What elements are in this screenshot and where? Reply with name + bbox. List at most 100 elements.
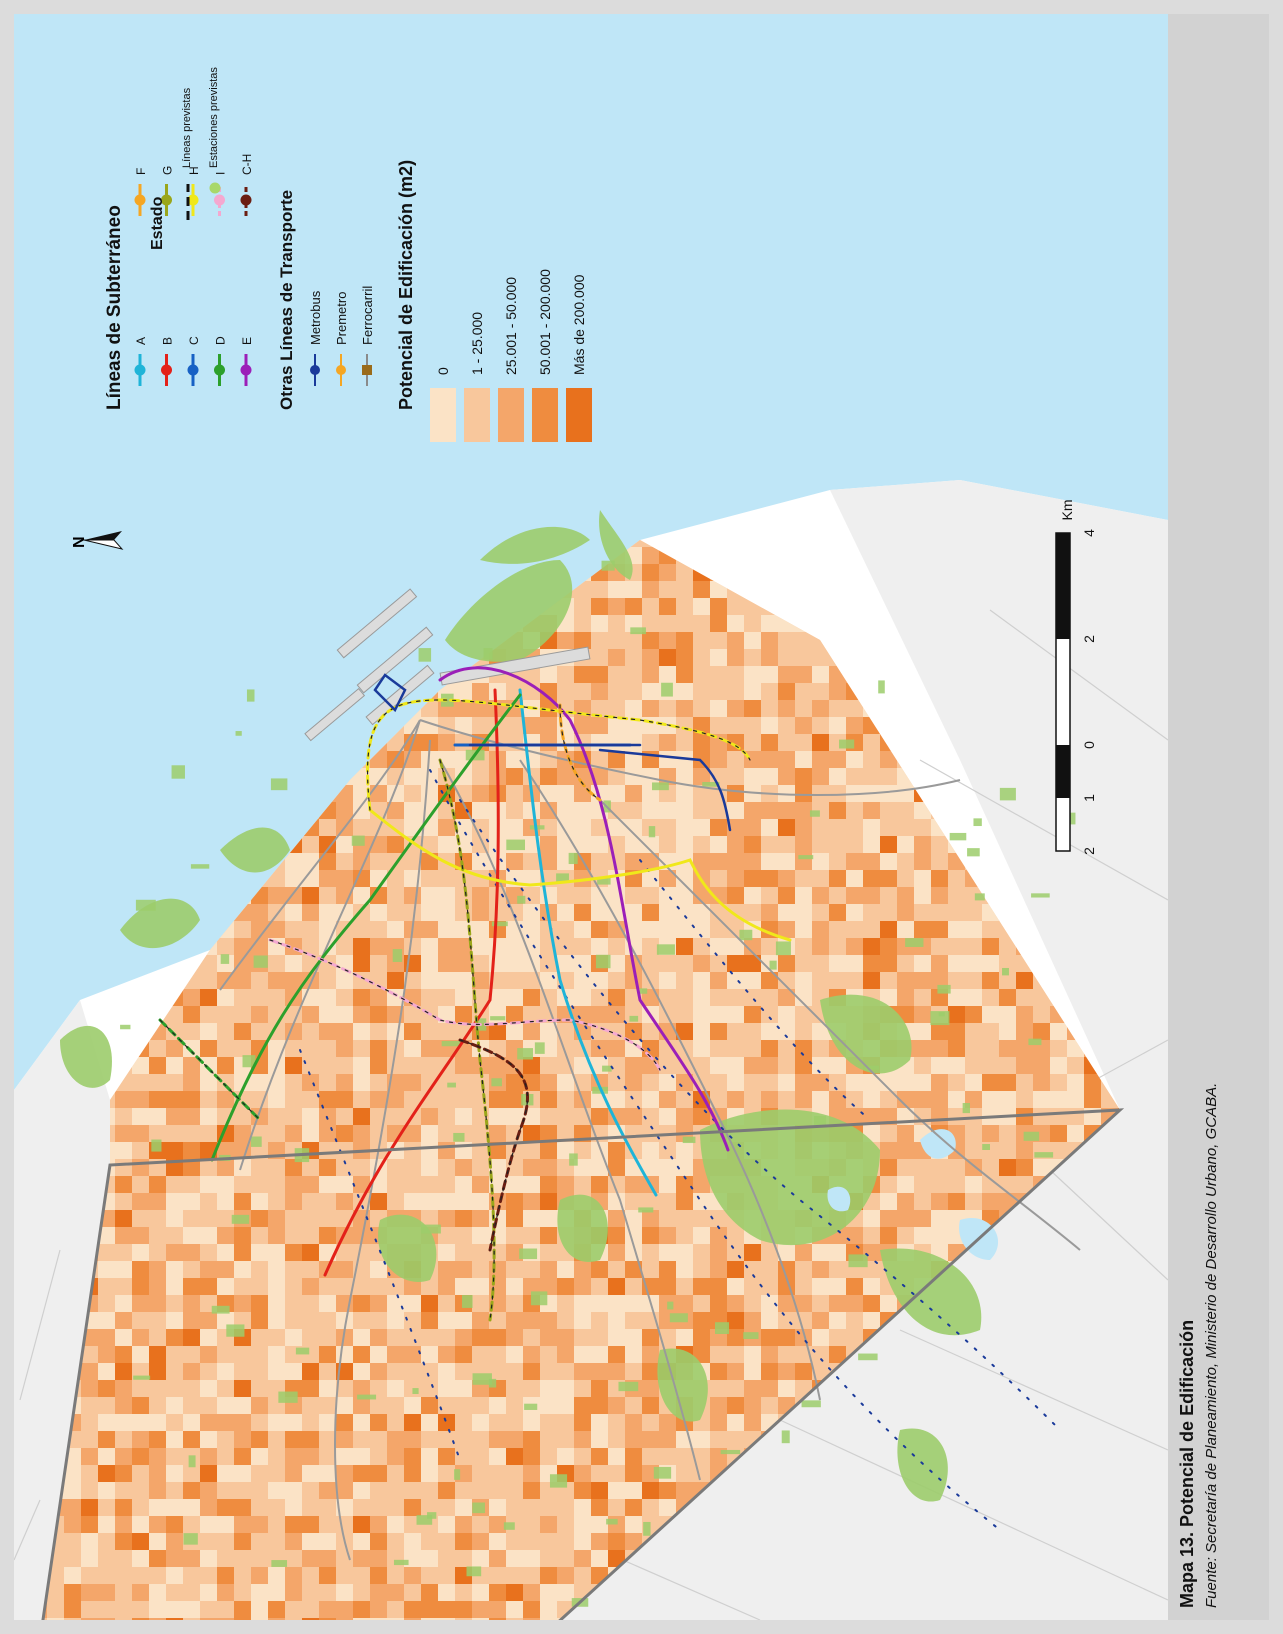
potential-cell: [404, 1431, 421, 1448]
potential-cell: [302, 1550, 319, 1567]
potential-cell: [234, 1006, 251, 1023]
potential-cell: [710, 1363, 727, 1380]
green-patch: [246, 689, 255, 702]
potential-cell: [608, 1465, 625, 1482]
potential-cell: [659, 1193, 676, 1210]
potential-cell: [98, 1380, 115, 1397]
potential-cell: [608, 598, 625, 615]
potential-cell: [472, 683, 489, 700]
potential-cell: [336, 1074, 353, 1091]
potential-cell: [591, 1533, 608, 1550]
potential-cell: [625, 1329, 642, 1346]
potential-cell: [438, 1482, 455, 1499]
potential-cell: [251, 1159, 268, 1176]
potential-cell: [506, 1176, 523, 1193]
potential-cell: [217, 989, 234, 1006]
potential-cell: [319, 1414, 336, 1431]
potential-cell: [302, 1176, 319, 1193]
potential-cell: [217, 1516, 234, 1533]
potential-cell: [81, 1414, 98, 1431]
potential-cell: [693, 1176, 710, 1193]
potential-cell: [914, 1193, 931, 1210]
potential-cell: [676, 1618, 693, 1620]
potential-cell: [897, 870, 914, 887]
potential-cell: [846, 1295, 863, 1312]
potential-cell: [880, 1142, 897, 1159]
potential-cell: [370, 989, 387, 1006]
green-patch: [839, 739, 855, 749]
potential-cell: [149, 1040, 166, 1057]
potential-cell: [591, 904, 608, 921]
potential-cell: [268, 1278, 285, 1295]
potential-cell: [829, 853, 846, 870]
potential-cell: [353, 1533, 370, 1550]
potential-cell: [931, 1040, 948, 1057]
potential-cell: [438, 1363, 455, 1380]
potential-cell: [948, 1108, 965, 1125]
potential-cell: [659, 836, 676, 853]
potential-cell: [574, 802, 591, 819]
potential-cell: [999, 887, 1016, 904]
potential-cell: [353, 1312, 370, 1329]
potential-cell: [659, 1448, 676, 1465]
potential-cell: [353, 1363, 370, 1380]
potential-cell: [183, 1346, 200, 1363]
potential-cell: [1033, 1006, 1050, 1023]
potential-cell: [370, 1057, 387, 1074]
potential-cell: [472, 700, 489, 717]
potential-cell: [285, 1040, 302, 1057]
potential-cell: [183, 1397, 200, 1414]
potential-cell: [336, 1091, 353, 1108]
potential-cell: [302, 1227, 319, 1244]
potential-cell: [608, 802, 625, 819]
potential-cell: [98, 1278, 115, 1295]
potential-cell: [744, 666, 761, 683]
potential-cell: [302, 1567, 319, 1584]
potential-cell: [268, 1414, 285, 1431]
potential-cell: [778, 819, 795, 836]
potential-cell: [676, 598, 693, 615]
potential-cell: [710, 938, 727, 955]
potential-cell: [744, 1397, 761, 1414]
potential-cell: [251, 1312, 268, 1329]
green-patch: [638, 1207, 654, 1213]
potential-cell: [608, 717, 625, 734]
potential-cell: [982, 1023, 999, 1040]
potential-cell: [829, 581, 846, 598]
potential-cell: [387, 904, 404, 921]
potential-cell: [472, 887, 489, 904]
potential-cell: [166, 1431, 183, 1448]
figure-title: Mapa 13. Potencial de Edificación: [1177, 1319, 1197, 1608]
potential-cell: [200, 1159, 217, 1176]
potential-cell: [965, 1176, 982, 1193]
potential-cell: [353, 1278, 370, 1295]
potential-cell: [217, 1057, 234, 1074]
potential-cell: [812, 921, 829, 938]
potential-cell: [676, 802, 693, 819]
potential-cell: [319, 1584, 336, 1601]
potential-cell: [455, 1329, 472, 1346]
potential-cell: [64, 1533, 81, 1550]
potential-cell: [421, 1499, 438, 1516]
potential-cell: [591, 683, 608, 700]
potential-cell: [897, 853, 914, 870]
potential-cell: [557, 1125, 574, 1142]
potential-cell: [591, 1312, 608, 1329]
potential-cell: [523, 887, 540, 904]
potential-cell: [64, 1618, 81, 1620]
potential-cell: [183, 1159, 200, 1176]
potential-cell: [608, 666, 625, 683]
potential-cell: [115, 1397, 132, 1414]
potential-cell: [642, 768, 659, 785]
potential-cell: [234, 1159, 251, 1176]
potential-cell: [132, 1584, 149, 1601]
potential-cell: [319, 1465, 336, 1482]
potential-cell: [132, 1465, 149, 1482]
potential-cell: [183, 972, 200, 989]
potential-cell: [1016, 1006, 1033, 1023]
potential-cell: [64, 1601, 81, 1618]
potential-cell: [234, 1108, 251, 1125]
potential-cell: [897, 1125, 914, 1142]
potential-cell: [387, 768, 404, 785]
